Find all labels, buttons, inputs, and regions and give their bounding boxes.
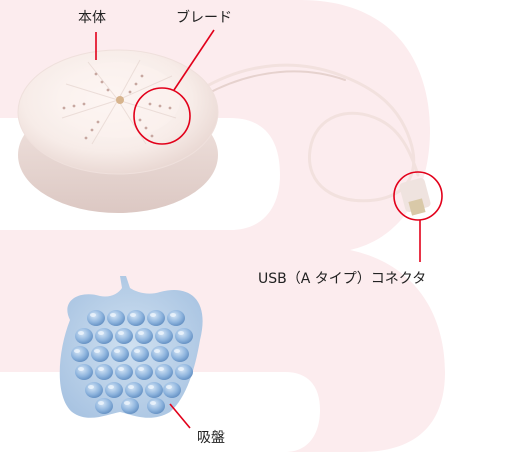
suction-bump-highlight: [138, 367, 144, 371]
suction-bump: [135, 364, 153, 380]
suction-bump: [95, 398, 113, 414]
suction-bump-highlight: [118, 331, 124, 335]
suction-bump: [155, 364, 173, 380]
callouts: [95, 29, 443, 429]
suction-bump: [175, 328, 193, 344]
suction-bump: [171, 346, 189, 362]
suction-bump: [147, 398, 165, 414]
suction-bump-highlight: [158, 331, 164, 335]
suction-bump-highlight: [178, 367, 184, 371]
suction-bump-highlight: [108, 385, 114, 389]
suction-bump: [71, 346, 89, 362]
suction-bump-highlight: [98, 367, 104, 371]
usb-cable: [198, 63, 420, 203]
suction-bump: [111, 346, 129, 362]
suction-bump-highlight: [78, 331, 84, 335]
suction-bump: [85, 382, 103, 398]
suction-bump-highlight: [114, 349, 120, 353]
suction-bump: [175, 364, 193, 380]
suction-bump-highlight: [118, 367, 124, 371]
suction-bump-highlight: [148, 385, 154, 389]
blade-label: ブレード: [176, 10, 232, 26]
suction-bump: [131, 346, 149, 362]
suction-bump: [115, 328, 133, 344]
suction-bump-highlight: [98, 331, 104, 335]
suction-bump-highlight: [130, 313, 136, 317]
suction-bump-highlight: [78, 367, 84, 371]
suction-bump: [107, 310, 125, 326]
suction-bump: [167, 310, 185, 326]
suction-bump-highlight: [128, 385, 134, 389]
suction-bump-highlight: [138, 331, 144, 335]
suction-bump-highlight: [90, 313, 96, 317]
suction-bump: [75, 364, 93, 380]
suction-bump-highlight: [124, 401, 130, 405]
suction-bump-highlight: [134, 349, 140, 353]
suction-bump: [145, 382, 163, 398]
suction-bump-highlight: [98, 401, 104, 405]
suction-cup: [59, 276, 203, 418]
suction-bump-highlight: [154, 349, 160, 353]
suction-bump-highlight: [150, 313, 156, 317]
suction-cup-label: 吸盤: [197, 430, 225, 446]
suction-bump: [121, 398, 139, 414]
suction-bump-highlight: [166, 385, 172, 389]
connector-callout-circle: [393, 171, 443, 221]
suction-bump: [147, 310, 165, 326]
suction-bump: [135, 328, 153, 344]
suction-bump: [87, 310, 105, 326]
usb-connector: [399, 178, 431, 216]
suction-bump: [91, 346, 109, 362]
suction-bump: [95, 364, 113, 380]
suction-bump: [95, 328, 113, 344]
suction-bump-highlight: [150, 401, 156, 405]
suction-bump: [163, 382, 181, 398]
usb-connector-label: USB（A タイプ）コネクタ: [258, 271, 427, 287]
suction-bump: [127, 310, 145, 326]
washer-body: [17, 49, 219, 213]
blade-callout-line: [173, 29, 215, 91]
suction-bump: [151, 346, 169, 362]
suction-bump-highlight: [170, 313, 176, 317]
suction-bump-highlight: [74, 349, 80, 353]
suction-bump: [155, 328, 173, 344]
suction-bump-highlight: [110, 313, 116, 317]
suction-callout-line: [169, 403, 191, 429]
suction-bump-highlight: [178, 331, 184, 335]
body-label: 本体: [78, 10, 106, 26]
suction-bump: [75, 328, 93, 344]
suction-bump-highlight: [88, 385, 94, 389]
suction-bump-highlight: [158, 367, 164, 371]
suction-bump: [115, 364, 133, 380]
suction-bump: [105, 382, 123, 398]
suction-bump-highlight: [174, 349, 180, 353]
suction-bump-highlight: [94, 349, 100, 353]
suction-bump: [125, 382, 143, 398]
blade-callout-circle: [133, 87, 191, 145]
